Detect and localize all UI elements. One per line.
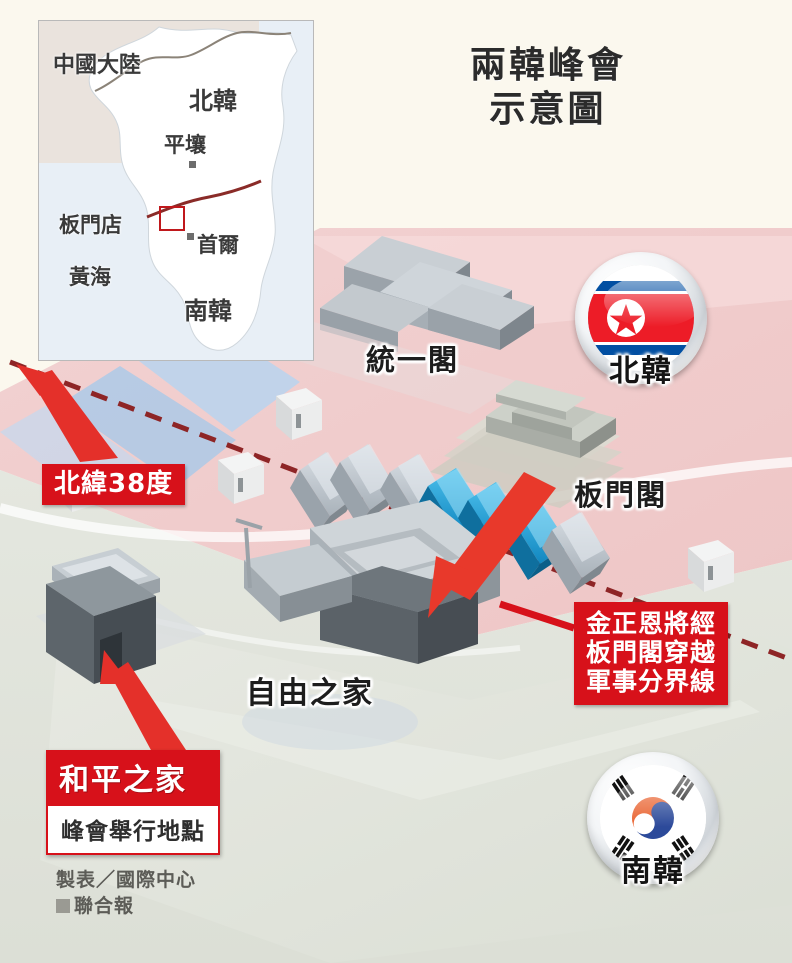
badge-south-korea-label: 南韓 xyxy=(621,854,685,889)
panmunjom-highlight-box xyxy=(159,206,185,231)
page-title-line1: 兩韓峰會 xyxy=(469,45,626,86)
inset-label-north-korea: 北韓 xyxy=(189,87,237,115)
callout-kim-route-line3: 軍事分界線 xyxy=(586,667,717,696)
callout-peace-house-subtitle: 峰會舉行地點 xyxy=(46,806,220,855)
kim-callout-connector xyxy=(498,600,576,632)
inset-label-pyongyang: 平壤 xyxy=(164,133,206,157)
plaza-circle xyxy=(242,694,418,750)
lamp-posts xyxy=(235,518,263,589)
peace-house-building xyxy=(36,548,206,684)
callout-peace-house: 和平之家 峰會舉行地點 xyxy=(46,750,220,855)
tongilgak-building xyxy=(262,236,534,414)
seoul-marker xyxy=(187,233,194,240)
credit-line1: 製表／國際中心 xyxy=(56,869,197,891)
inset-label-seoul: 首爾 xyxy=(197,233,239,257)
arrow-to-mdl xyxy=(16,364,118,462)
page-title: 兩韓峰會 示意圖 xyxy=(398,44,698,132)
korea-locator-map: 中國大陸 北韓 平壤 板門店 首爾 黃海 南韓 xyxy=(38,20,314,361)
publisher-square-icon xyxy=(56,898,70,913)
credit-block: 製表／國際中心 聯合報 xyxy=(56,868,196,919)
label-panmungak: 板門閣 xyxy=(574,478,668,512)
callout-38th-parallel: 北緯38度 xyxy=(42,464,186,506)
badge-north-korea: 北韓 xyxy=(575,252,707,389)
label-freedom-house: 自由之家 xyxy=(246,676,374,711)
inset-label-panmunjom: 板門店 xyxy=(59,213,122,237)
arrow-to-peace-house xyxy=(100,650,186,752)
panmungak-building xyxy=(430,380,624,508)
korea-peninsula-shape xyxy=(88,26,298,351)
credit-line2: 聯合報 xyxy=(74,894,135,917)
inset-label-china: 中國大陸 xyxy=(53,53,142,78)
callout-kim-route-line2: 板門閣穿越 xyxy=(586,638,717,667)
badge-south-korea: 南韓 xyxy=(587,752,719,889)
label-tongilgak: 統一閣 xyxy=(366,343,460,377)
callout-kim-route-line1: 金正恩將經 xyxy=(586,609,717,638)
pyongyang-marker xyxy=(189,161,196,168)
inset-label-south-korea: 南韓 xyxy=(184,297,232,325)
callout-peace-house-title: 和平之家 xyxy=(46,750,220,806)
credit-line2-wrap: 聯合報 xyxy=(56,894,196,920)
badge-north-korea-label: 北韓 xyxy=(609,354,673,389)
page-title-line2: 示意圖 xyxy=(489,88,607,130)
arrow-kim-route xyxy=(428,472,556,618)
callout-kim-route: 金正恩將經 板門閣穿越 軍事分界線 xyxy=(574,602,729,705)
inset-label-yellow-sea: 黃海 xyxy=(69,265,111,289)
north-korea-flag-icon xyxy=(588,265,694,371)
